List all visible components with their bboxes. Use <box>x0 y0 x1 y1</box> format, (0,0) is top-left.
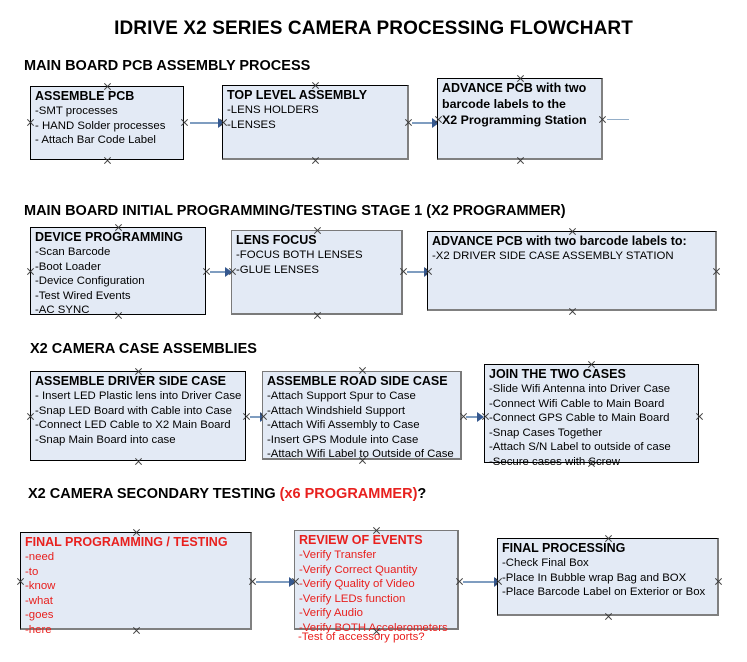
section-heading-text: MAIN BOARD INITIAL PROGRAMMING/TESTING S… <box>24 203 566 219</box>
connector-arrow-head <box>432 118 439 128</box>
box-title: FINAL PROCESSING <box>502 541 626 555</box>
box-line: -AC SYNC <box>35 304 90 316</box>
section-heading-x2-camera-case-assemblies: X2 CAMERA CASE ASSEMBLIES <box>30 341 257 357</box>
box-line: -Insert GPS Module into Case <box>267 433 419 446</box>
box-line: -Connect LED Cable to X2 Main Board <box>35 419 231 431</box>
box-line: -what <box>25 594 53 607</box>
box-line: -here <box>25 623 52 636</box>
box-line: -Attach S/N Label to outside of case <box>489 441 671 453</box>
box-line: -Test Wired Events <box>35 289 131 302</box>
connector-arrow-line <box>250 416 264 418</box>
box-advance-pcb-driver-side-case[interactable]: ADVANCE PCB with two barcode labels to: … <box>427 231 717 311</box>
connector-arrow-head <box>218 118 225 128</box>
box-title: ADVANCE PCB with two <box>442 81 587 95</box>
box-line: -Slide Wifi Antenna into Driver Case <box>489 383 671 395</box>
section-heading-main-board-pcb-assembly-process: MAIN BOARD PCB ASSEMBLY PROCESS <box>24 58 310 74</box>
box-title: ASSEMBLE PCB <box>35 89 135 103</box>
box-title: LENS FOCUS <box>236 233 317 247</box>
box-assemble-road-side-case[interactable]: ASSEMBLE ROAD SIDE CASE -Attach Support … <box>262 371 462 460</box>
box-advance-pcb-programming-station[interactable]: ADVANCE PCB with two barcode labels to t… <box>437 78 603 160</box>
box-lens-focus[interactable]: LENS FOCUS -FOCUS BOTH LENSES -GLUE LENS… <box>231 230 403 315</box>
box-line: -Device Configuration <box>35 275 145 287</box>
box-final-processing[interactable]: FINAL PROCESSING -Check Final Box -Place… <box>497 538 719 616</box>
box-top-level-assembly[interactable]: TOP LEVEL ASSEMBLY -LENS HOLDERS -LENSES <box>222 85 409 160</box>
box-line: -LENSES <box>227 118 276 131</box>
box-line: -Attach Support Spur to Case <box>267 390 416 402</box>
box-title: ASSEMBLE DRIVER SIDE CASE <box>35 374 227 388</box>
box-title: JOIN THE TWO CASES <box>489 367 626 381</box>
box-title: TOP LEVEL ASSEMBLY <box>227 88 368 102</box>
box-title: ASSEMBLE ROAD SIDE CASE <box>267 374 448 388</box>
box-line: -Connect Wifi Cable to Main Board <box>489 397 665 410</box>
box-line: -Snap LED Board with Cable into Case <box>35 404 232 417</box>
box-title: ADVANCE PCB with two barcode labels to: <box>432 234 687 248</box>
connector-stub <box>607 119 629 120</box>
box-line: -SMT processes <box>35 105 118 117</box>
box-line: -Verify Quality of Video <box>299 578 415 590</box>
box-line: -Place Barcode Label on Exterior or Box <box>502 586 706 598</box>
section-heading-main-board-initial-programming: MAIN BOARD INITIAL PROGRAMMING/TESTING S… <box>24 203 566 219</box>
section-heading-text: X2 CAMERA CASE ASSEMBLIES <box>30 341 257 357</box>
box-line: -Scan Barcode <box>35 246 111 258</box>
box-line: -Verify LEDs function <box>299 592 406 605</box>
box-line: - Insert LED Plastic lens into Driver Ca… <box>35 390 242 402</box>
box-line: -goes <box>25 609 54 621</box>
box-line: -know <box>25 580 56 592</box>
connector-arrow-line <box>407 271 427 273</box>
box-join-the-two-cases[interactable]: JOIN THE TWO CASES -Slide Wifi Antenna i… <box>484 364 699 468</box>
box-title: DEVICE PROGRAMMING <box>35 230 183 244</box>
box-line: -Verify BOTH Accelerometers <box>299 621 448 634</box>
box-line: - Attach Bar Code Label <box>35 134 156 146</box>
box-line: barcode labels to the <box>442 97 566 111</box>
box-line: -Attach Wifi Assembly to Case <box>267 419 420 431</box>
section-heading-accent: (x6 PROGRAMMER) <box>279 486 418 502</box>
box-line: -X2 DRIVER SIDE CASE ASSEMBLY STATION <box>432 250 674 262</box>
box-line: -Snap Cases Together <box>489 426 603 439</box>
box-line: -FOCUS BOTH LENSES <box>236 249 363 261</box>
box-review-of-events[interactable]: REVIEW OF EVENTS -Verify Transfer -Verif… <box>294 530 459 634</box>
box-line: -Boot Loader <box>35 260 101 273</box>
box-title: FINAL PROGRAMMING / TESTING <box>25 535 228 549</box>
box-assemble-driver-side-case[interactable]: ASSEMBLE DRIVER SIDE CASE - Insert LED P… <box>30 371 246 461</box>
box-overflow-line: -Test of accessory ports? <box>298 631 425 643</box>
section-heading-x2-camera-secondary-testing: X2 CAMERA SECONDARY TESTING (x6 PROGRAMM… <box>28 486 426 502</box>
page-title: IDRIVE X2 SERIES CAMERA PROCESSING FLOWC… <box>114 18 633 39</box>
section-heading-text: MAIN BOARD PCB ASSEMBLY PROCESS <box>24 58 311 74</box>
connector-arrow-head <box>289 577 296 587</box>
box-line: -Connect GPS Cable to Main Board <box>489 412 670 424</box>
connector-arrow-head <box>477 412 484 422</box>
box-line: X2 Programming Station <box>442 113 587 127</box>
box-title: REVIEW OF EVENTS <box>299 533 423 547</box>
box-line: -Snap Main Board into case <box>35 433 176 446</box>
box-line: -LENS HOLDERS <box>227 104 319 116</box>
box-line: -Check Final Box <box>502 557 589 569</box>
box-line: -Place In Bubble wrap Bag and BOX <box>502 571 687 584</box>
box-line: - HAND Solder processes <box>35 119 166 132</box>
box-line: -to <box>25 565 39 578</box>
box-line: -Verify Audio <box>299 607 363 619</box>
connector-arrow-line <box>412 122 435 124</box>
box-line: -GLUE LENSES <box>236 263 319 276</box>
box-line: -Verify Transfer <box>299 549 377 561</box>
section-heading-question: ? <box>417 486 427 502</box>
box-line: -Verify Correct Quantity <box>299 563 418 576</box>
box-line: -Attach Windshield Support <box>267 404 406 417</box>
box-line: -Secure cases with Screw <box>489 455 621 468</box>
box-line: -Attach Wifi Label to Outside of Case <box>267 448 454 460</box>
box-final-programming-testing[interactable]: FINAL PROGRAMMING / TESTING -need -to -k… <box>20 532 252 636</box>
box-device-programming[interactable]: DEVICE PROGRAMMING -Scan Barcode -Boot L… <box>30 227 206 316</box>
connector-arrow-line <box>463 581 497 583</box>
box-line: -need <box>25 551 55 563</box>
connector-arrow-head <box>225 267 232 277</box>
connector-arrow-line <box>256 581 292 583</box>
section-heading-text: X2 CAMERA SECONDARY TESTING <box>28 486 280 502</box>
connector-arrow-line <box>466 416 480 418</box>
connector-arrow-line <box>190 122 220 124</box>
connector-arrow-line <box>210 271 228 273</box>
box-assemble-pcb[interactable]: ASSEMBLE PCB -SMT processes - HAND Solde… <box>30 86 184 160</box>
